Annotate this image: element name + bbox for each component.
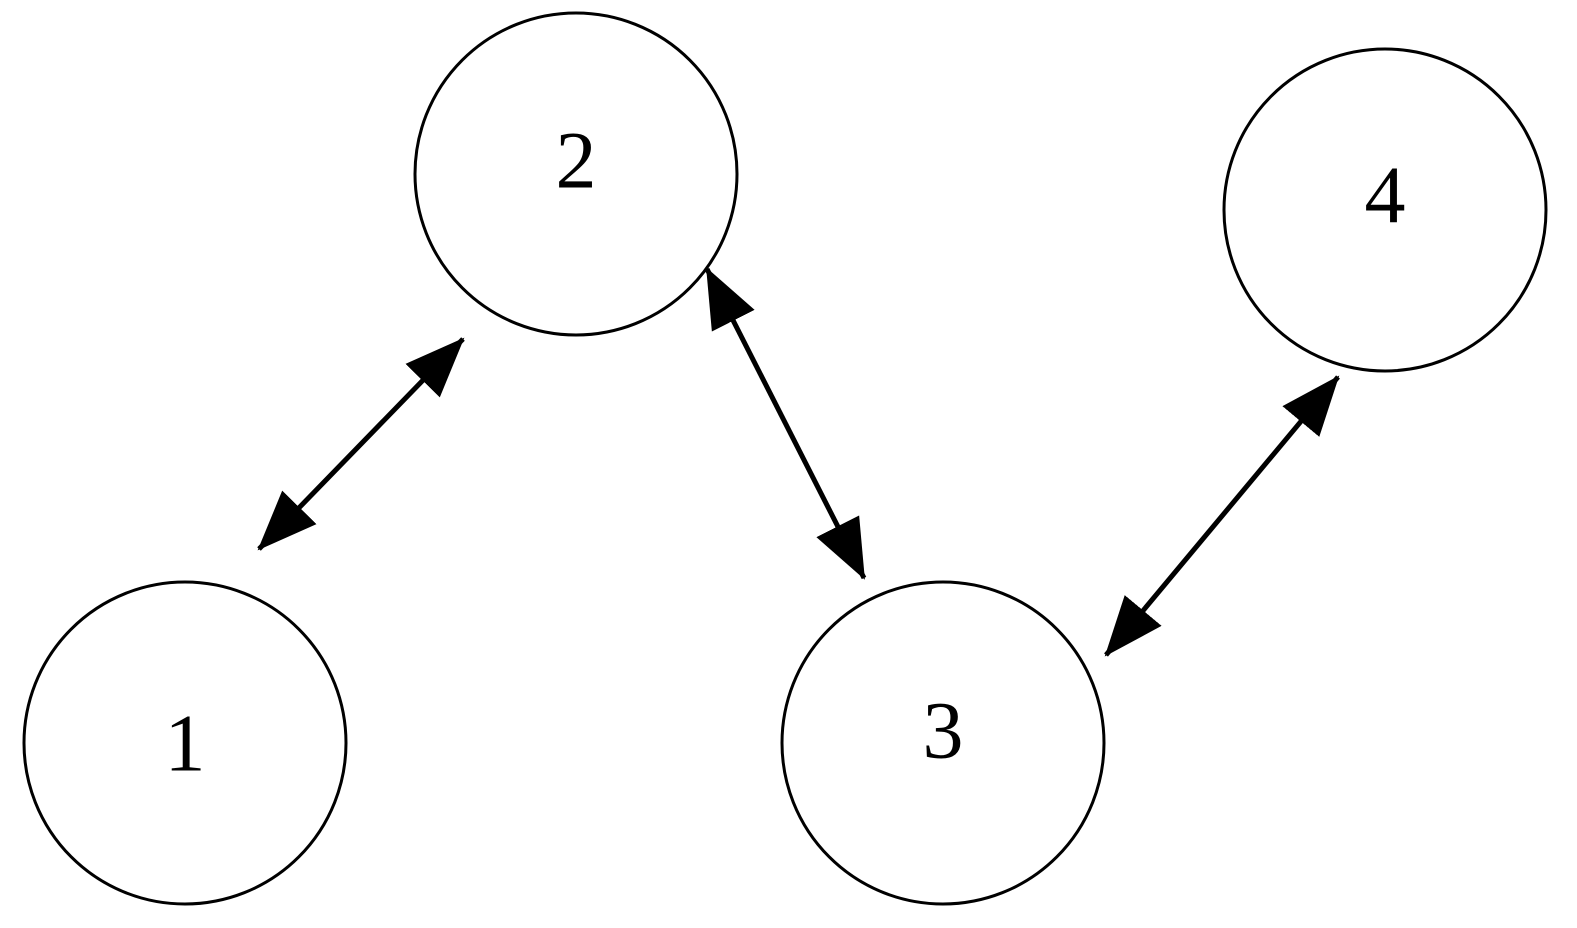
edge-3-4-arrow (1104, 375, 1340, 657)
node-4-label: 4 (1365, 150, 1406, 241)
edge-2-3-arrow (704, 267, 867, 580)
node-3-label: 3 (923, 685, 964, 776)
node-2-circle (413, 11, 739, 337)
edge-1-2-arrow (257, 337, 465, 551)
node-4-circle (1222, 47, 1548, 373)
node-1-label: 1 (165, 698, 206, 789)
node-1: 1 (22, 580, 348, 906)
node-3: 3 (780, 580, 1106, 906)
node-4: 4 (1222, 47, 1548, 373)
node-3-circle (780, 580, 1106, 906)
node-2: 2 (413, 11, 739, 337)
node-1-circle (22, 580, 348, 906)
node-2-label: 2 (556, 115, 597, 206)
